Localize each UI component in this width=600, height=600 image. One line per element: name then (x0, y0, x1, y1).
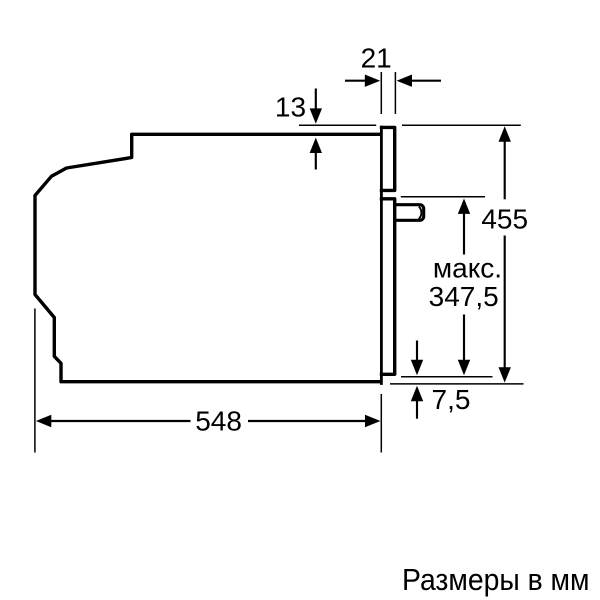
svg-text:макс.: макс. (433, 253, 502, 284)
svg-text:548: 548 (195, 405, 242, 436)
svg-text:13: 13 (275, 92, 306, 123)
svg-text:455: 455 (481, 203, 528, 234)
svg-text:21: 21 (361, 42, 392, 73)
svg-text:347,5: 347,5 (429, 281, 499, 312)
svg-text:Размеры в мм: Размеры в мм (402, 562, 590, 597)
svg-text:7,5: 7,5 (432, 384, 471, 415)
